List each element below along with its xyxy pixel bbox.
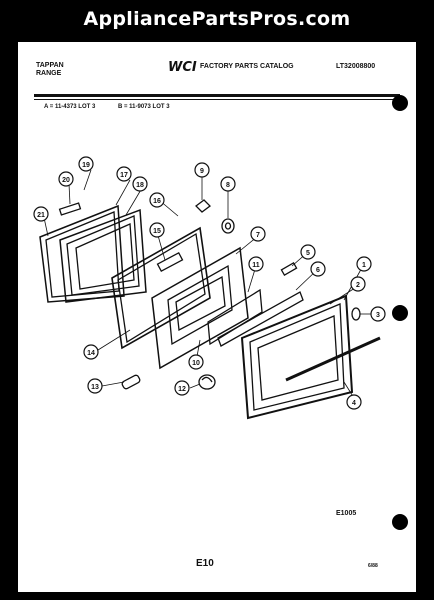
callout-19: 19 bbox=[82, 162, 90, 169]
part-plate bbox=[58, 202, 82, 216]
catalog-number: LT32008800 bbox=[336, 63, 376, 70]
brand-line2: RANGE bbox=[36, 70, 62, 77]
part-clip bbox=[195, 199, 211, 213]
binder-hole bbox=[392, 95, 408, 111]
model-a: A = 11-4373 LOT 3 bbox=[44, 104, 96, 110]
part-strip bbox=[217, 291, 304, 347]
part-bushing bbox=[221, 218, 235, 234]
binder-hole bbox=[392, 305, 408, 321]
callout-14: 14 bbox=[87, 350, 95, 357]
callout-10: 10 bbox=[192, 360, 200, 367]
binder-hole bbox=[392, 514, 408, 530]
callout-1: 1 bbox=[362, 262, 366, 269]
callout-16: 16 bbox=[153, 198, 161, 205]
catalog-title: FACTORY PARTS CATALOG bbox=[200, 63, 294, 70]
callout-3: 3 bbox=[376, 312, 380, 319]
callout-21: 21 bbox=[37, 212, 45, 219]
callout-5: 5 bbox=[306, 250, 310, 257]
part-door-glass bbox=[59, 208, 147, 303]
callout-11: 11 bbox=[252, 262, 260, 269]
header-rule-thick bbox=[34, 94, 400, 97]
watermark: AppliancePartsPros.com bbox=[83, 8, 351, 30]
figure-code: E1005 bbox=[336, 510, 357, 517]
part-inner-liner bbox=[111, 226, 211, 350]
callout-17: 17 bbox=[120, 172, 128, 179]
wci-logo: WCI bbox=[168, 60, 197, 75]
part-outer-door bbox=[240, 294, 354, 420]
callout-9: 9 bbox=[200, 168, 204, 175]
model-b: B = 11-9073 LOT 3 bbox=[118, 104, 170, 110]
page-code: E10 bbox=[196, 558, 214, 569]
callout-6: 6 bbox=[316, 267, 320, 274]
part-glass-panel bbox=[207, 288, 263, 346]
callout-13: 13 bbox=[91, 384, 99, 391]
part-window-pack bbox=[151, 246, 249, 370]
brand-line1: TAPPAN bbox=[36, 62, 64, 69]
part-handle bbox=[285, 336, 381, 382]
callout-18: 18 bbox=[136, 182, 144, 189]
part-spacer bbox=[280, 262, 298, 276]
header-rule-thin bbox=[34, 99, 400, 100]
callout-2: 2 bbox=[356, 282, 360, 289]
callout-15: 15 bbox=[153, 228, 161, 235]
logo-text: WCI bbox=[168, 60, 197, 75]
callout-12: 12 bbox=[178, 386, 186, 393]
callout-20: 20 bbox=[62, 177, 70, 184]
callout-7: 7 bbox=[256, 232, 260, 239]
callout-4: 4 bbox=[352, 400, 356, 407]
print-date: 6/88 bbox=[368, 563, 378, 569]
callout-8: 8 bbox=[226, 182, 230, 189]
part-end-cap bbox=[351, 307, 361, 321]
part-grommet bbox=[198, 374, 216, 390]
part-fitting bbox=[121, 374, 141, 390]
